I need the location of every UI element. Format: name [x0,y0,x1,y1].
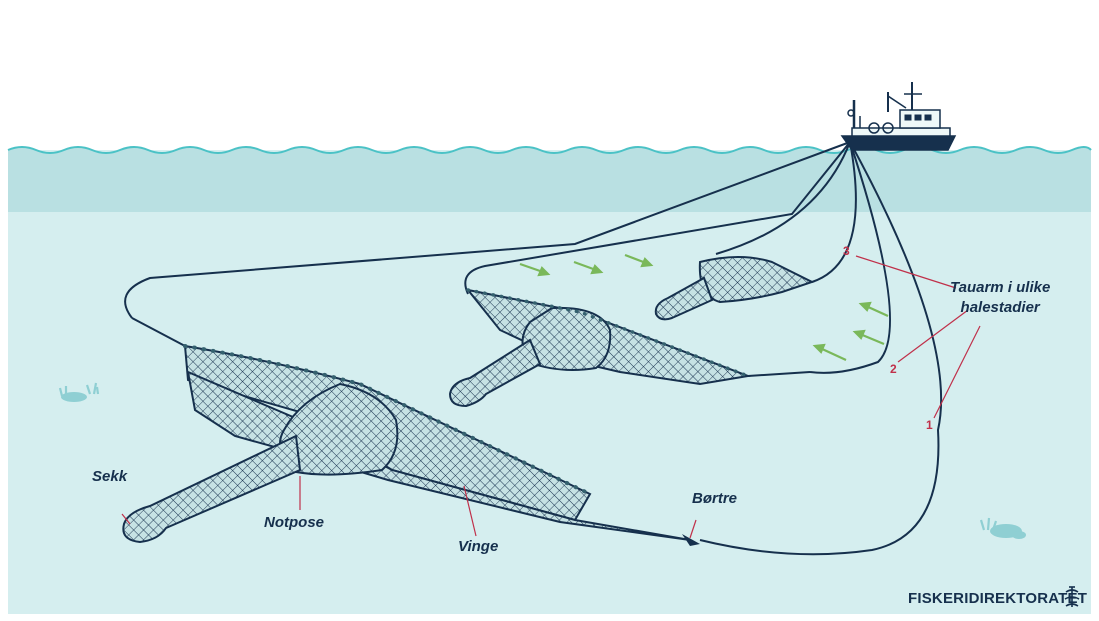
label-tauarm-line2: halestadier [950,298,1050,318]
label-vinge: Vinge [458,538,498,555]
label-sekk: Sekk [92,468,127,485]
label-tauarm: Tauarm i ulike halestadier [950,278,1050,318]
water-body [8,150,1091,614]
stage-number-3: 3 [843,244,850,258]
label-notpose: Notpose [264,514,324,531]
surface-band [8,147,1091,212]
label-tauarm-line1: Tauarm i ulike [950,278,1050,298]
stage-number-1: 1 [926,418,933,432]
label-bortre: Børtre [692,490,737,507]
stage-number-2: 2 [890,362,897,376]
brand-name: FISKERIDIREKTORATET [908,590,1087,607]
